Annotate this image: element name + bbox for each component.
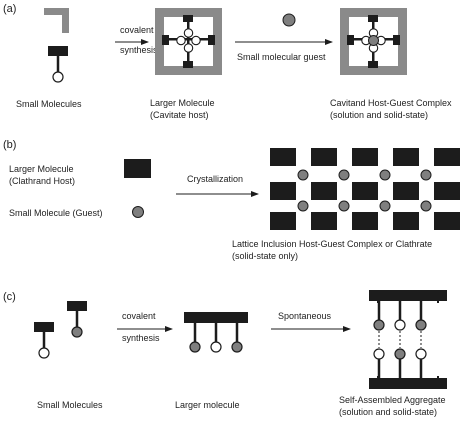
caption-aggregate-line2: (solution and solid-state) <box>339 407 437 417</box>
panel-c-label: (c) <box>3 291 16 303</box>
corner-fragment <box>44 8 69 33</box>
lattice-guest <box>338 169 350 181</box>
arrow-a1-top-label: covalent <box>120 25 154 35</box>
cavitand-host <box>155 8 222 75</box>
guest-molecule <box>282 13 296 27</box>
bar-with-white-ball <box>48 46 68 83</box>
caption-small-molecules-c: Small Molecules <box>37 400 103 410</box>
guest-label: Small Molecule (Guest) <box>9 208 103 218</box>
caption-aggregate-line1: Self-Assembled Aggregate <box>339 395 446 405</box>
caption-small-molecules-a: Small Molecules <box>16 99 82 109</box>
self-assembled-aggregate <box>369 290 447 389</box>
guest-icon-b <box>132 206 144 218</box>
lattice-guest <box>420 200 432 212</box>
lattice-host-block <box>311 212 337 230</box>
lattice-host-block <box>393 148 419 166</box>
panel-b-label: (b) <box>3 139 16 151</box>
crystallization-label: Crystallization <box>187 174 243 184</box>
lattice-guest <box>338 200 350 212</box>
lattice-host-block <box>352 212 378 230</box>
lattice-host-block <box>393 212 419 230</box>
lattice-guest <box>420 169 432 181</box>
clathrate-lattice <box>270 148 460 230</box>
panel-a-label: (a) <box>3 3 16 15</box>
larger-molecule-comb <box>184 312 248 353</box>
lattice-host-block <box>393 182 419 200</box>
lattice-host-block <box>270 148 296 166</box>
bar-with-gray-ball-c <box>67 301 87 338</box>
lattice-host-block <box>311 148 337 166</box>
lattice-host-block <box>311 182 337 200</box>
arrow-a2-label: Small molecular guest <box>237 52 326 62</box>
lattice-host-block <box>270 182 296 200</box>
clathrand-host-block <box>124 159 151 178</box>
lattice-host-block <box>352 182 378 200</box>
host-label-line1: Larger Molecule <box>9 164 74 174</box>
lattice-guest <box>297 200 309 212</box>
cavitand-complex <box>340 8 407 75</box>
lattice-host-block <box>352 148 378 166</box>
lattice-host-block <box>434 148 460 166</box>
host-label-line2: (Clathrand Host) <box>9 176 75 186</box>
caption-larger-molecule-c: Larger molecule <box>175 400 240 410</box>
arrow-a1-bottom-label: synthesis <box>120 45 158 55</box>
caption-cavitand-complex-line2: (solution and solid-state) <box>330 110 428 120</box>
arrow-c2-label: Spontaneous <box>278 311 332 321</box>
arrow-c1-top-label: covalent <box>122 311 156 321</box>
lattice-host-block <box>434 212 460 230</box>
lattice-host-block <box>270 212 296 230</box>
caption-larger-molecule-line2: (Cavitate host) <box>150 110 209 120</box>
arrow-c1-bottom-label: synthesis <box>122 333 160 343</box>
lattice-host-block <box>434 182 460 200</box>
bar-with-white-ball-c <box>34 322 54 359</box>
clathrate-caption-line2: (solid-state only) <box>232 251 298 261</box>
lattice-guest <box>379 200 391 212</box>
lattice-guest <box>297 169 309 181</box>
caption-larger-molecule-line1: Larger Molecule <box>150 98 215 108</box>
clathrate-caption-line1: Lattice Inclusion Host-Guest Complex or … <box>232 239 432 249</box>
lattice-guest <box>379 169 391 181</box>
caption-cavitand-complex-line1: Cavitand Host-Guest Complex <box>330 98 452 108</box>
